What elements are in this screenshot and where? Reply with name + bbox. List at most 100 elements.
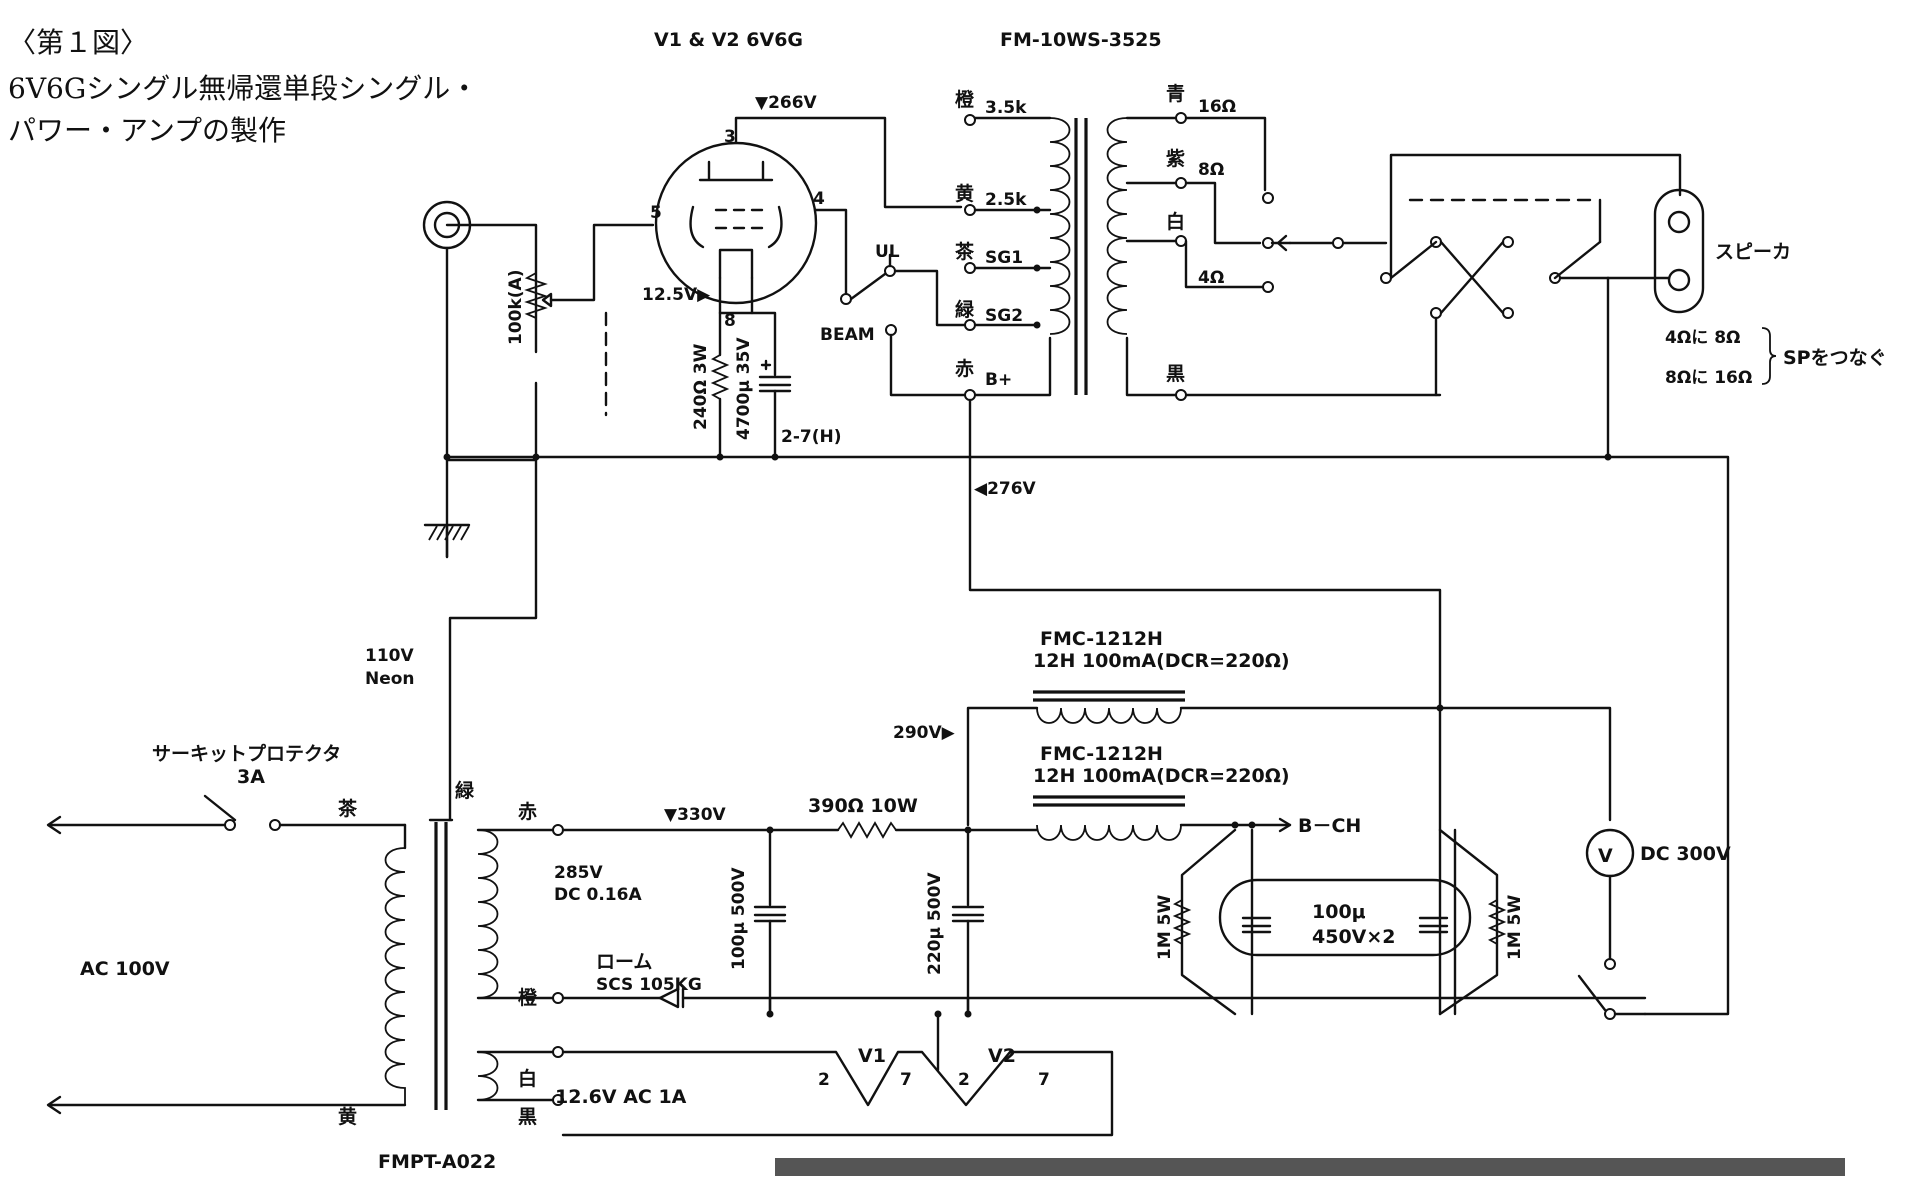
tube-pin-4: 4 [813,189,825,209]
speaker-note-3: SPをつなぐ [1783,347,1887,369]
choke-2-model: FMC-1212H [1040,743,1163,765]
plate-voltage: ▼266V [755,93,818,113]
heater-pin-2a: 2 [818,1070,830,1090]
hv-voltage: ▼330V [664,805,727,825]
speaker-note-1: 4Ωに 8Ω [1665,328,1740,348]
cap-2-label: 220μ 500V [925,872,945,975]
title-line-1: 6V6Gシングル無帰還単段シングル・ [8,72,478,105]
tap-bplus: B+ [985,370,1012,390]
filter-cap-block [1172,828,1507,1016]
tap-red: 赤 [955,358,974,380]
pt-brown: 茶 [338,797,358,820]
cap-block-voltage: 450V×2 [1312,926,1396,948]
choke-1 [966,690,1612,827]
volume-pot [445,223,655,462]
cathode-resistor-label: 240Ω 3W [691,343,711,430]
tap-sg2: SG2 [985,306,1023,326]
brace [1761,327,1777,385]
speaker-terminal [1606,188,1705,457]
figure-number: 〈第１図〉 [8,26,148,59]
cap-block-value: 100μ [1312,901,1366,923]
neon-label-2: Neon [365,669,415,689]
pt-white: 白 [518,1067,537,1090]
choke-1-spec: 12H 100mA(DCR=220Ω) [1033,650,1290,672]
sec-blue: 青 [1166,83,1185,105]
tube-pin-5: 5 [650,203,662,223]
choke-2-spec: 12H 100mA(DCR=220Ω) [1033,765,1290,787]
sec-16ohm: 16Ω [1198,97,1236,117]
volume-label: 100k(A) [506,270,526,346]
cathode-voltage: 12.5V▶ [642,285,711,305]
pt-black: 黒 [518,1106,537,1128]
ot-model-label: FM-10WS-3525 [1000,29,1162,51]
tube-pin-3: 3 [724,127,736,147]
choke-1-voltage: 290V▶ [893,723,956,743]
hv-chain [561,821,1647,1018]
output-transformer [964,112,1442,401]
tap-2-5k: 2.5k [985,190,1027,210]
speaker-label: スピーカ [1715,241,1791,263]
diode-part: SCS 105KG [596,975,702,995]
heater-winding-label: 12.6V AC 1A [555,1086,687,1108]
neon-label-1: 110V [365,646,414,666]
tube-pin-8: 8 [724,311,736,331]
sec-purple: 紫 [1166,148,1185,170]
voltmeter-label: DC 300V [1640,843,1731,865]
sec-white: 白 [1166,210,1185,233]
cathode-capacitor-label: 4700μ 35V [734,337,754,440]
heater-wiring [561,1010,1114,1137]
bleeder-2-label: 1M 5W [1505,895,1525,960]
pt-yellow: 黄 [338,1105,357,1128]
voltmeter [1577,828,1647,1020]
cap-1-label: 100μ 500V [729,867,749,970]
tap-sg1: SG1 [985,248,1023,268]
heater-v2: V2 [988,1045,1016,1067]
tube-type-label: V1 & V2 6V6G [654,29,803,51]
ul-beam-switch [840,253,972,397]
hv-ac-2: DC 0.16A [554,885,642,905]
bleeder-1-label: 1M 5W [1155,895,1175,960]
tap-green: 緑 [955,298,975,321]
power-transformer [46,818,564,1115]
ground-bus [443,453,1730,1016]
sec-8ohm: 8Ω [1198,160,1224,180]
polarity-switch [1380,153,1682,397]
heater-pin-7b: 7 [1038,1070,1050,1090]
pt-model: FMPT-A022 [378,1151,496,1173]
bplus-voltage: ◀276V [974,479,1037,499]
diode-maker: ローム [596,951,652,973]
sec-4ohm: 4Ω [1198,268,1224,288]
pt-green: 緑 [455,779,475,802]
vacuum-tube-6v6g [654,116,963,315]
tap-brown: 茶 [955,240,975,263]
impedance-selector-switch [1184,116,1388,293]
heater-v1: V1 [858,1045,886,1067]
tap-yellow: 黄 [955,182,974,205]
protector-rating: 3A [237,766,265,788]
heater-pins-label: 2-7(H) [781,427,841,447]
choke-1-model: FMC-1212H [1040,628,1163,650]
hv-ac-1: 285V [554,863,603,883]
figure-title: 〈第１図〉 6V6Gシングル無帰還単段シングル・ パワー・アンプの製作 [8,26,478,147]
ground-symbol [423,523,471,559]
photo-strip [775,1158,1845,1176]
bplus-line [968,398,1442,1016]
ul-label: UL [875,242,900,262]
voltmeter-symbol: V [1598,845,1613,867]
title-line-2: パワー・アンプの製作 [8,114,286,147]
ac-input-label: AC 100V [80,958,170,980]
beam-label: BEAM [820,325,875,345]
tap-orange: 橙 [955,88,975,111]
protector-label: サーキットプロテクタ [152,742,341,765]
resistor-390: 390Ω 10W [808,795,918,817]
pt-red: 赤 [518,801,537,823]
bch-label: B－CH [1298,815,1361,837]
heater-pin-7a: 7 [900,1070,912,1090]
heater-pin-2b: 2 [958,1070,970,1090]
choke-2 [1033,795,1292,841]
cathode-resistor-capacitor [710,311,792,460]
speaker-note-2: 8Ωに 16Ω [1665,368,1752,388]
tap-3-5k: 3.5k [985,98,1027,118]
